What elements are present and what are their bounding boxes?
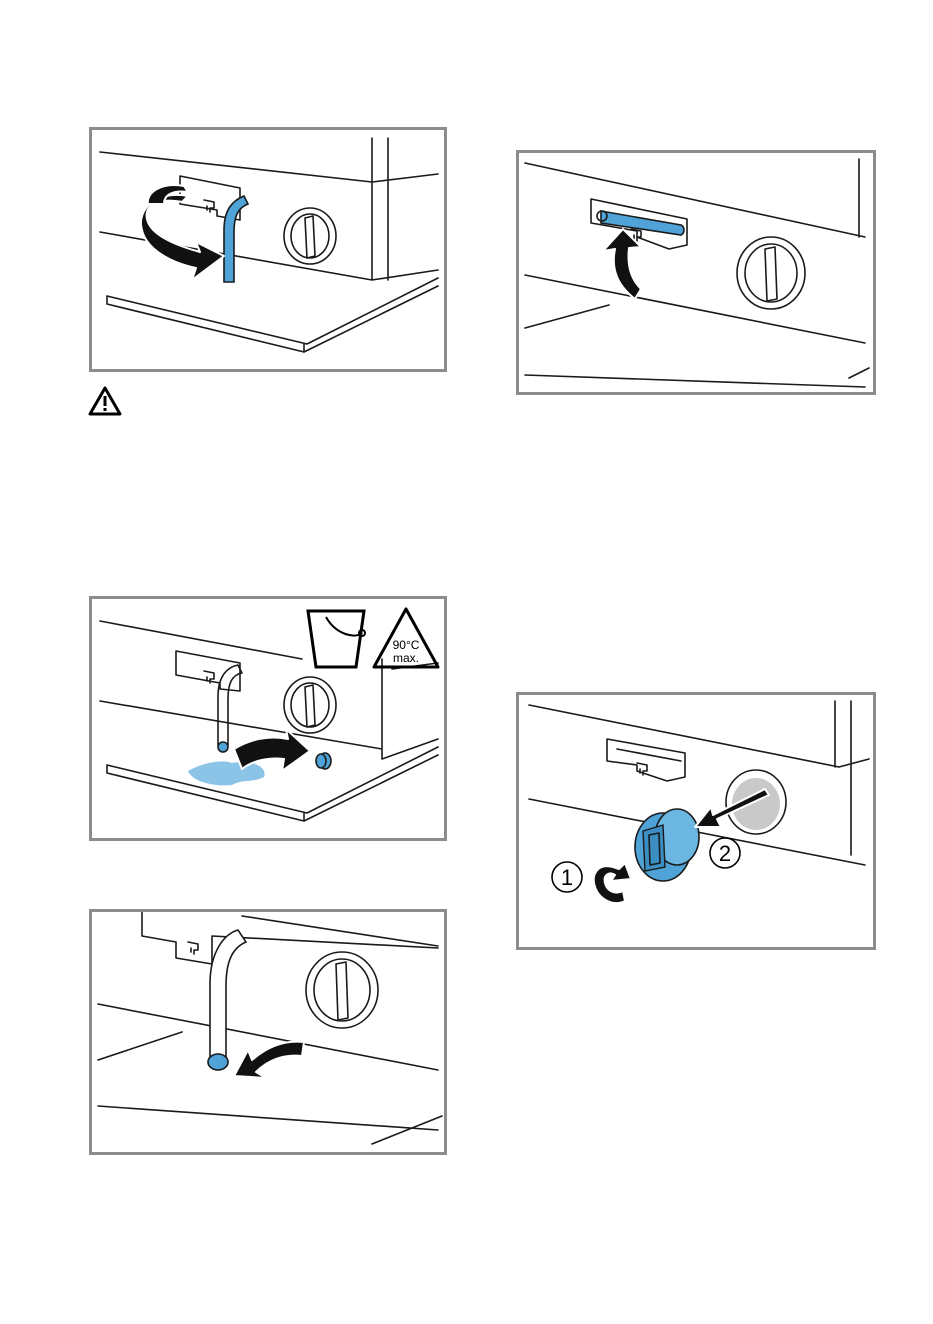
rotate-hose-illustration	[92, 130, 444, 369]
figure-drain-water: 90°C max.	[89, 596, 447, 841]
curved-arrow-icon	[234, 1042, 304, 1078]
drain-knob-icon	[284, 208, 336, 264]
warning-triangle-icon	[88, 385, 122, 417]
temperature-warning-icon: 90°C max.	[374, 609, 438, 667]
insert-hose-illustration	[519, 153, 873, 392]
pump-cap-icon	[635, 809, 699, 881]
step-1-badge: 1	[552, 862, 582, 892]
figure-insert-hose	[516, 150, 876, 395]
temp-label-line2: max.	[393, 651, 419, 665]
drain-knob-icon	[306, 952, 378, 1028]
up-arrow-icon	[603, 229, 641, 299]
rotate-arrow-icon	[594, 863, 631, 903]
svg-text:2: 2	[719, 841, 731, 866]
svg-text:1: 1	[561, 865, 573, 890]
step-2-badge: 2	[710, 838, 740, 868]
plug-cap-icon	[316, 753, 331, 769]
hose-back-illustration	[92, 912, 444, 1152]
drain-knob-icon	[737, 237, 805, 309]
figure-hose-back	[89, 909, 447, 1155]
drain-water-illustration: 90°C max.	[92, 599, 444, 838]
rotate-arrow-icon	[141, 185, 224, 280]
figure-rotate-hose	[89, 127, 447, 372]
figure-remove-pump-cap: 1 2	[516, 692, 876, 950]
temp-label-line1: 90°C	[393, 638, 420, 652]
drain-knob-icon	[284, 677, 336, 733]
bucket-icon	[308, 611, 365, 667]
remove-pump-cap-illustration: 1 2	[519, 695, 873, 947]
